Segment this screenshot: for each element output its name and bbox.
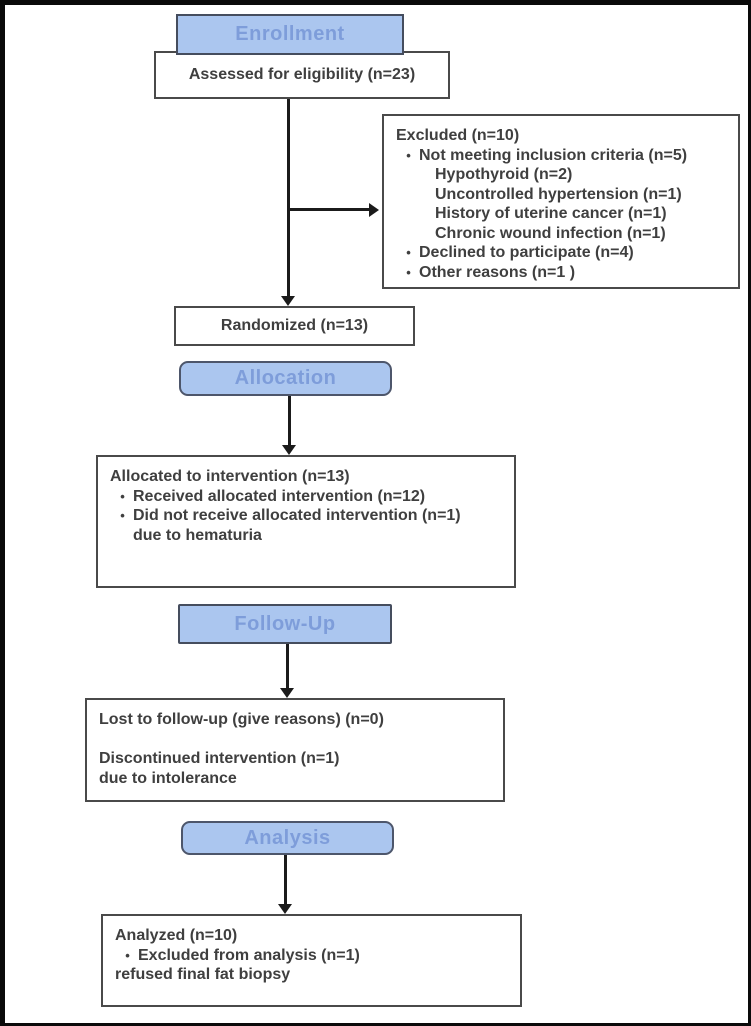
bullet-icon: • [120, 488, 125, 504]
bullet-icon: • [120, 508, 125, 523]
list-item: • Other reasons (n=1 ) [396, 263, 728, 283]
stage-header-enrollment: Enrollment [176, 14, 404, 55]
arrowhead-down-icon [281, 296, 295, 306]
arrowhead-right-icon [369, 203, 379, 217]
list-subitem: Chronic wound infection (n=1) [435, 224, 666, 242]
followup-outcome-content: Lost to follow-up (give reasons) (n=0) D… [87, 700, 503, 794]
list-continuation: due to hematuria [133, 526, 262, 544]
flow-line-allocation-to-allocated [288, 395, 291, 446]
stage-header-allocation: Allocation [179, 361, 392, 396]
bullet-icon: • [406, 264, 411, 280]
excluded-title: Excluded (n=10) [396, 127, 520, 144]
allocated-title: Allocated to intervention (n=13) [110, 468, 350, 485]
arrowhead-down-icon [280, 688, 294, 698]
list-item: • Declined to participate (n=4) [396, 243, 728, 263]
list-continuation: refused final fat biopsy [115, 966, 291, 983]
list-item: • Did not receive allocated intervention… [110, 506, 504, 526]
list-item: • Received allocated intervention (n=12) [110, 487, 504, 507]
excluded-content: Excluded (n=10) • Not meeting inclusion … [384, 116, 738, 288]
analyzed-title: Analyzed (n=10) [115, 927, 238, 944]
list-item: • Excluded from analysis (n=1) [115, 946, 510, 966]
bullet-icon: • [125, 947, 130, 963]
followup-outcome-box: Lost to follow-up (give reasons) (n=0) D… [85, 698, 505, 802]
list-subitem: History of uterine cancer (n=1) [435, 205, 667, 222]
allocated-content: Allocated to intervention (n=13) • Recei… [98, 457, 514, 551]
discontinued-line: Discontinued intervention (n=1) [99, 750, 340, 767]
list-subitem: Hypothyroid (n=2) [435, 166, 573, 183]
assessed-box: Assessed for eligibility (n=23) [154, 51, 450, 99]
list-item: • Not meeting inclusion criteria (n=5) [396, 146, 728, 166]
stage-header-analysis: Analysis [181, 821, 394, 855]
flow-line-assessed-to-randomized [287, 99, 290, 298]
bullet-icon: • [406, 245, 411, 260]
analyzed-box: Analyzed (n=10) • Excluded from analysis… [101, 914, 522, 1007]
assessed-text: Assessed for eligibility (n=23) [188, 66, 416, 83]
spacer-line [99, 730, 493, 750]
stage-header-followup: Follow-Up [178, 604, 392, 644]
randomized-box: Randomized (n=13) [174, 306, 415, 346]
list-subitem: Uncontrolled hypertension (n=1) [435, 185, 682, 203]
flow-line-analysis-to-analyzed [284, 854, 287, 905]
allocated-box: Allocated to intervention (n=13) • Recei… [96, 455, 516, 588]
flow-line-followup-to-lost [286, 643, 289, 689]
bullet-icon: • [406, 147, 411, 163]
analyzed-content: Analyzed (n=10) • Excluded from analysis… [103, 916, 520, 991]
excluded-box: Excluded (n=10) • Not meeting inclusion … [382, 114, 740, 289]
flow-line-to-excluded [288, 208, 371, 211]
randomized-text: Randomized (n=13) [220, 317, 369, 334]
discontinued-reason-line: due to intolerance [99, 769, 237, 787]
arrowhead-down-icon [282, 445, 296, 455]
arrowhead-down-icon [278, 904, 292, 914]
lost-line: Lost to follow-up (give reasons) (n=0) [99, 711, 384, 728]
